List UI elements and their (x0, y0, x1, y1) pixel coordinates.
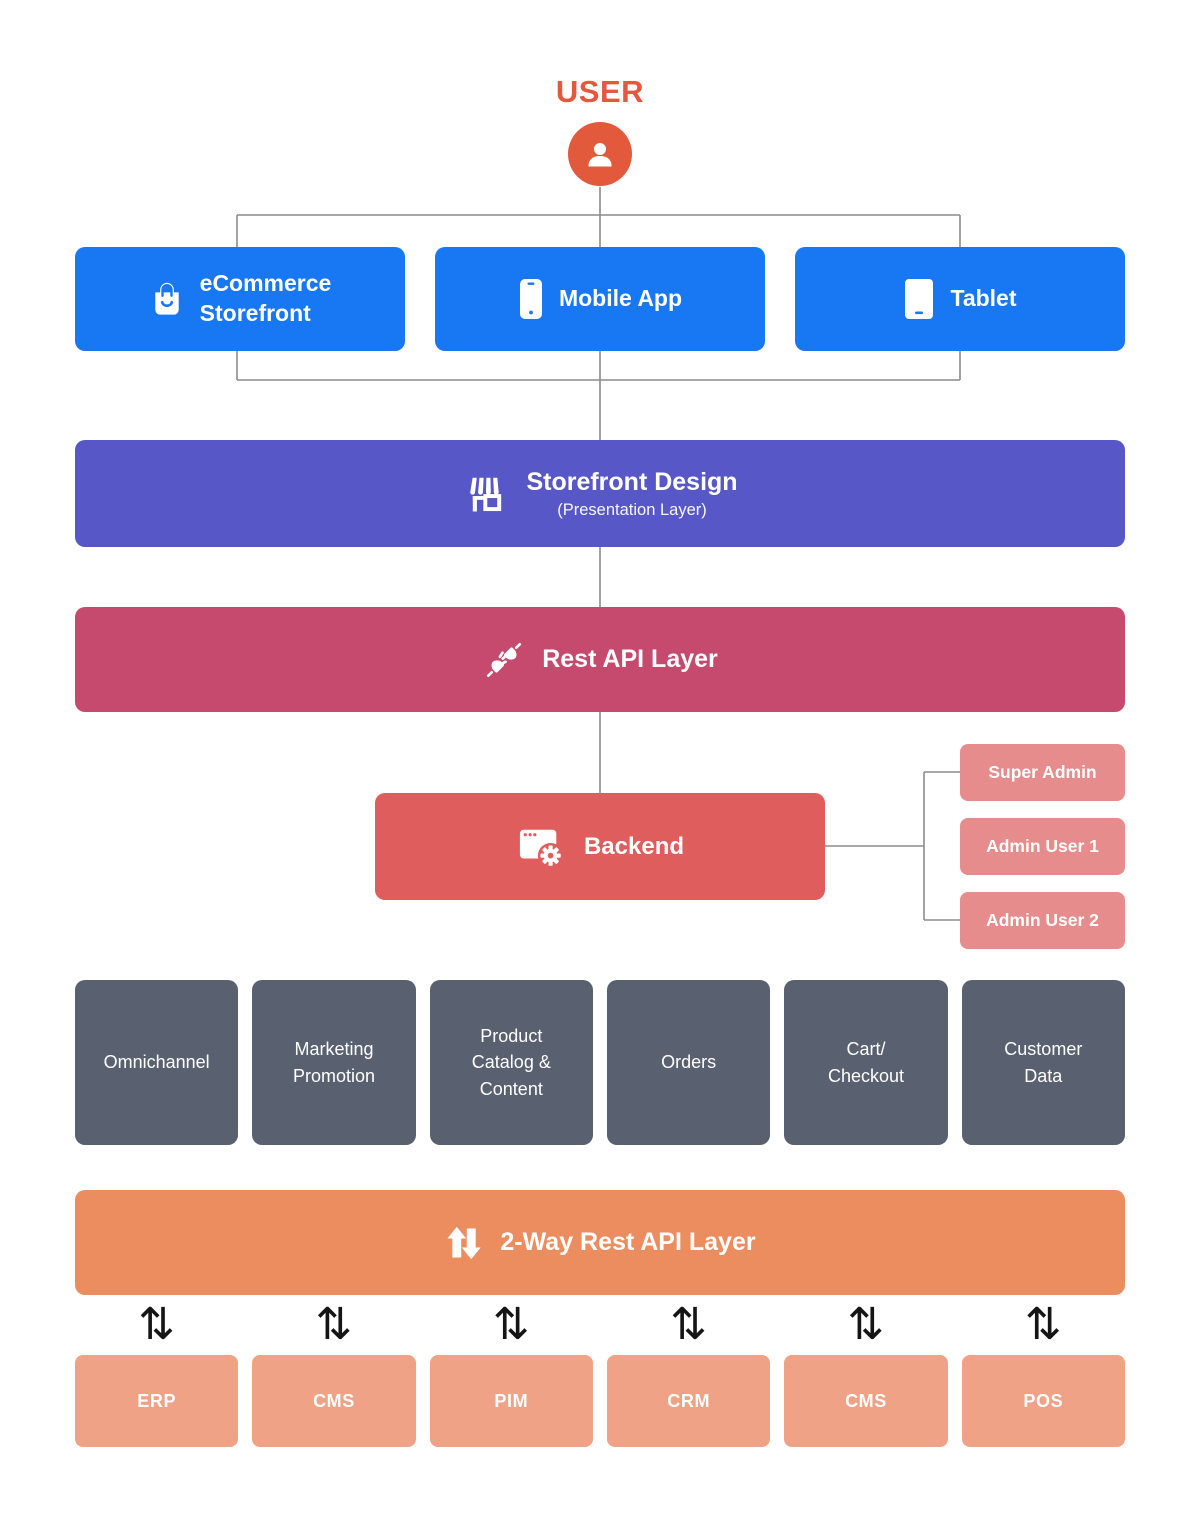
rest-api-layer-bar: Rest API Layer (75, 607, 1125, 712)
module-cart-checkout: Cart/ Checkout (784, 980, 948, 1145)
two-way-arrow-glyph: ⇅ (138, 1299, 176, 1350)
smartphone-icon (519, 279, 542, 319)
mobile-app-box: Mobile App (435, 247, 765, 351)
system-cms-1: CMS (252, 1355, 416, 1447)
user-title: USER (555, 74, 645, 109)
backend-box: Backend (375, 793, 825, 900)
module-customer-data: Customer Data (961, 980, 1125, 1145)
system-crm: CRM (606, 1355, 771, 1447)
ecommerce-storefront-box: eCommerce Storefront (75, 247, 405, 351)
sync-arrows-row: ⇅ ⇅ ⇅ ⇅ ⇅ ⇅ (75, 1296, 1125, 1354)
device-label: Tablet (950, 285, 1017, 312)
up-down-arrows-icon (447, 1226, 482, 1259)
module-marketing-promotion: Marketing Promotion (252, 980, 416, 1145)
two-way-arrow-glyph: ⇅ (1024, 1299, 1062, 1350)
storefront-design-bar: Storefront Design (Presentation Layer) (75, 440, 1125, 547)
two-way-rest-api-bar: 2-Way Rest API Layer (75, 1190, 1125, 1295)
browser-gear-icon (519, 829, 564, 868)
system-erp: ERP (75, 1355, 239, 1447)
two-way-rest-api-title: 2-Way Rest API Layer (500, 1228, 756, 1256)
storefront-design-title: Storefront Design (526, 467, 738, 496)
module-product-catalog-content: Product Catalog & Content (429, 980, 593, 1145)
two-way-arrow-glyph: ⇅ (315, 1299, 353, 1350)
shopping-bag-icon (154, 282, 179, 315)
super-admin-box: Super Admin (960, 744, 1125, 801)
tablet-icon (905, 279, 934, 319)
backend-title: Backend (583, 832, 685, 860)
module-orders: Orders (606, 980, 771, 1145)
user-icon (568, 122, 632, 186)
device-label: eCommerce Storefront (199, 270, 332, 326)
storefront-icon (470, 477, 502, 511)
backend-modules-row: Omnichannel Marketing Promotion Product … (75, 980, 1125, 1145)
two-way-arrow-glyph: ⇅ (492, 1299, 530, 1350)
external-systems-row: ERP CMS PIM CRM CMS POS (75, 1355, 1125, 1447)
module-omnichannel: Omnichannel (75, 980, 239, 1145)
two-way-arrow-glyph: ⇅ (670, 1299, 708, 1350)
rest-api-layer-title: Rest API Layer (542, 645, 718, 673)
device-label: Mobile App (558, 285, 683, 312)
admin-user-1-box: Admin User 1 (960, 818, 1125, 875)
plug-icon (487, 642, 522, 677)
system-pim: PIM (429, 1355, 593, 1447)
two-way-arrow-glyph: ⇅ (847, 1299, 885, 1350)
storefront-design-subtitle: (Presentation Layer) (557, 500, 707, 519)
tablet-box: Tablet (795, 247, 1125, 351)
system-pos: POS (961, 1355, 1125, 1447)
admin-user-2-box: Admin User 2 (960, 892, 1125, 949)
system-cms-2: CMS (784, 1355, 948, 1447)
